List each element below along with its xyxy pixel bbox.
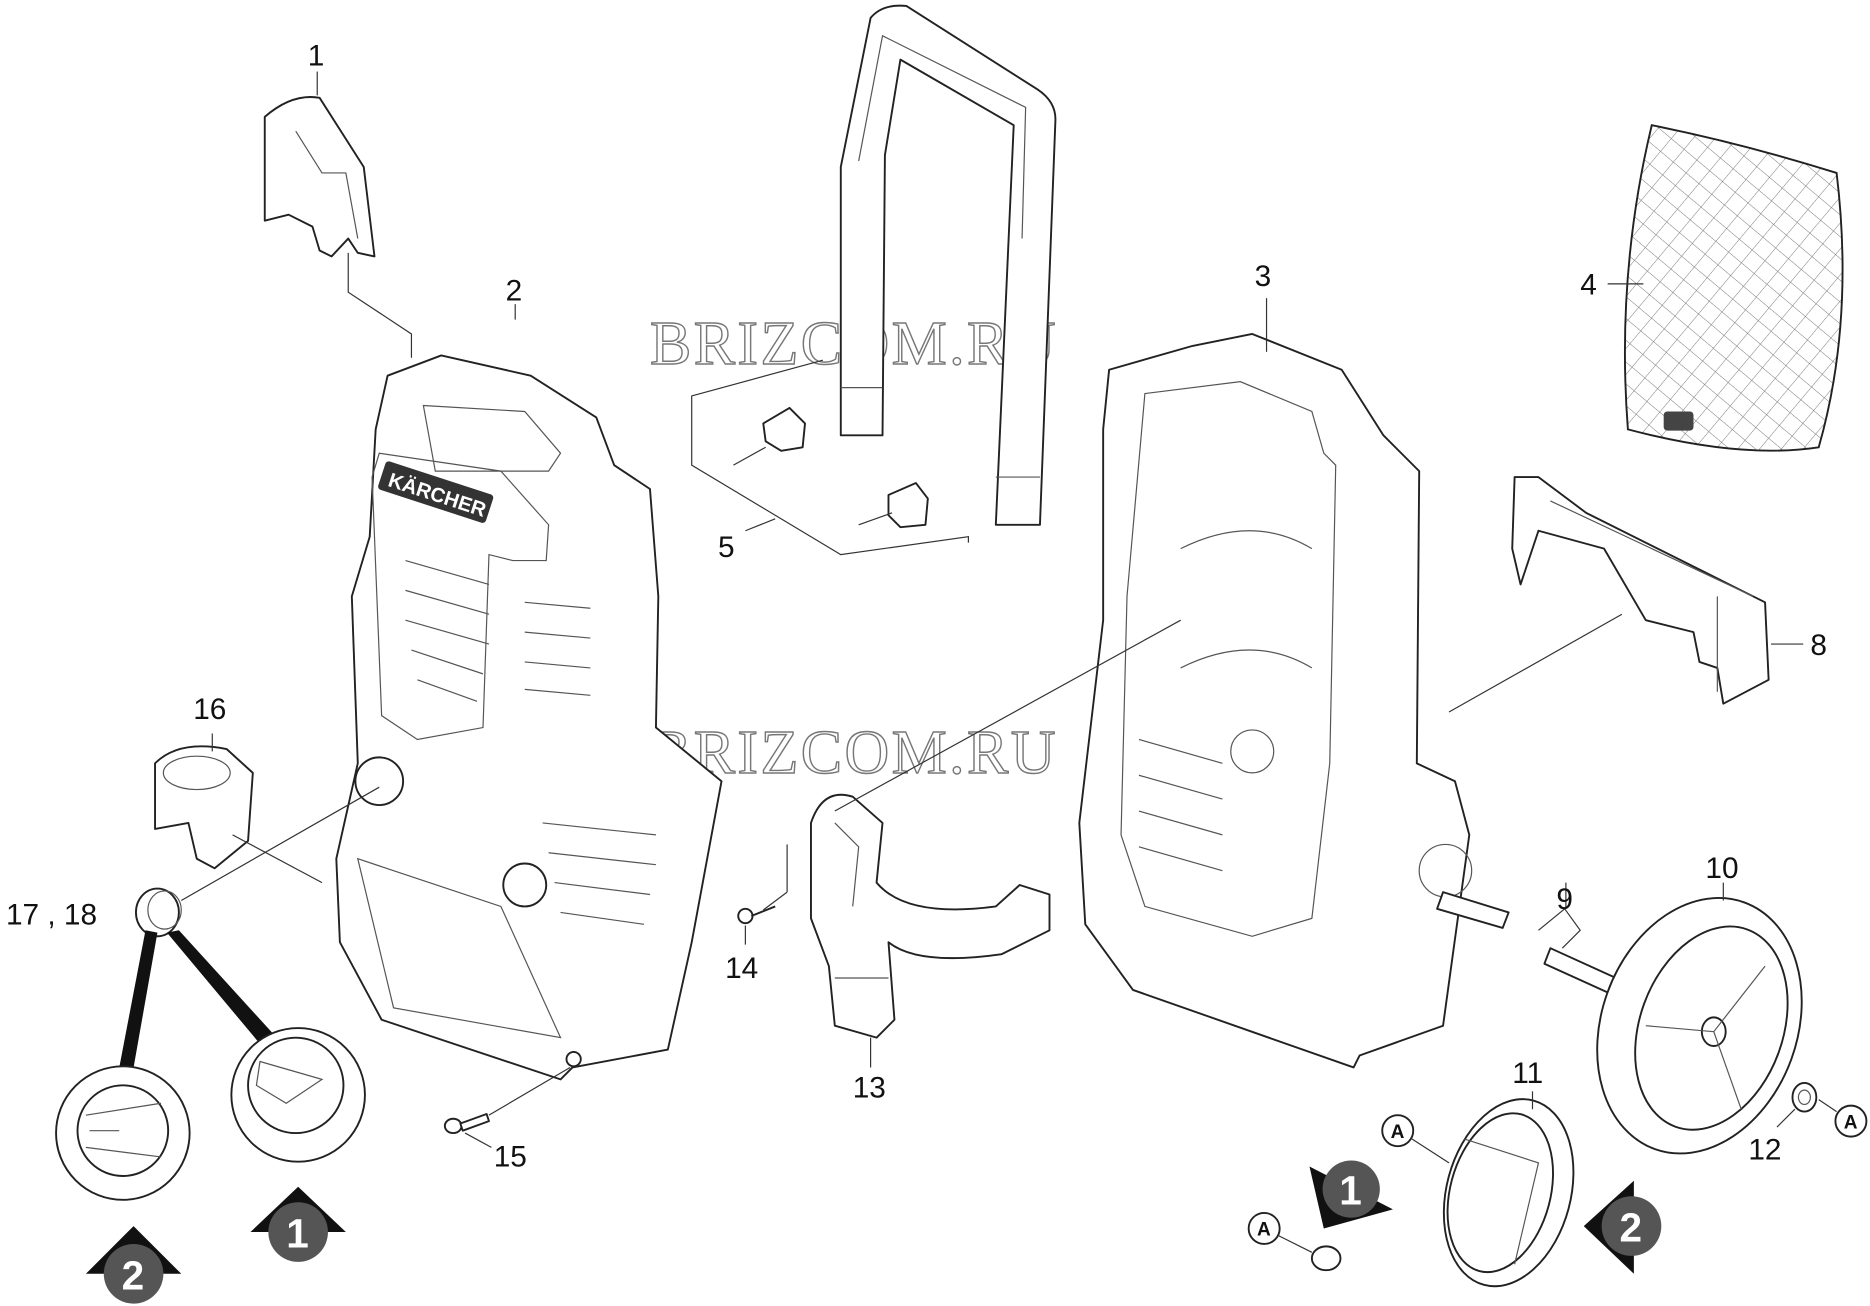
knob-detail-view-1 xyxy=(230,1027,366,1163)
view-marker-2-right: 2 xyxy=(1583,1180,1662,1274)
part-13-hose-holder xyxy=(810,793,1051,1039)
part-1-cover xyxy=(263,96,376,258)
label-3: 3 xyxy=(1255,260,1272,293)
label-13: 13 xyxy=(853,1071,886,1104)
part-16-coupling-housing xyxy=(154,745,254,870)
svg-text:2: 2 xyxy=(1620,1205,1643,1251)
label-5: 5 xyxy=(718,531,735,564)
part-2-front-housing: KÄRCHER xyxy=(335,354,723,1081)
svg-text:1: 1 xyxy=(286,1211,309,1257)
small-cap xyxy=(1310,1245,1342,1272)
label-8: 8 xyxy=(1810,629,1827,662)
svg-text:2: 2 xyxy=(122,1252,145,1298)
view-marker-1-left: 1 xyxy=(250,1186,346,1262)
svg-text:A: A xyxy=(1257,1220,1271,1241)
label-9: 9 xyxy=(1556,883,1573,916)
part-15-screw xyxy=(443,1113,490,1135)
knob-detail-view-2 xyxy=(55,1065,191,1201)
part-4-filter-mesh xyxy=(1624,124,1844,452)
label-17-18: 17 , 18 xyxy=(6,898,97,931)
watermark-middle: BRIZCOM.RU xyxy=(650,719,1058,787)
part-3-rear-frame xyxy=(1078,333,1473,1069)
part-11-hub-cap xyxy=(1442,1098,1575,1288)
label-2: 2 xyxy=(506,275,523,308)
part-8-bracket xyxy=(1511,476,1770,705)
part-14-screw xyxy=(737,905,776,925)
svg-text:A: A xyxy=(1844,1112,1858,1133)
detail-marker-a-washer: A xyxy=(1818,1099,1868,1138)
svg-text:1: 1 xyxy=(1339,1168,1362,1214)
view-marker-2-left: 2 xyxy=(85,1226,182,1304)
label-1: 1 xyxy=(308,40,325,73)
part-5-clips xyxy=(762,406,929,529)
svg-text:A: A xyxy=(1391,1122,1405,1143)
label-14: 14 xyxy=(725,952,758,985)
label-11: 11 xyxy=(1512,1057,1543,1090)
label-4: 4 xyxy=(1580,269,1597,302)
detail-marker-a-hubcap: A xyxy=(1381,1114,1450,1164)
view-marker-1-right: 1 xyxy=(1309,1160,1393,1229)
label-10: 10 xyxy=(1705,852,1738,885)
part-17-18-knob xyxy=(135,887,182,938)
label-15: 15 xyxy=(494,1140,527,1173)
part-10-wheel xyxy=(1596,897,1803,1155)
detail-marker-a-cap: A xyxy=(1247,1212,1313,1253)
label-16: 16 xyxy=(193,693,226,726)
label-12-visible: 12 xyxy=(1748,1133,1781,1166)
part-9-axle xyxy=(1436,891,1617,995)
handle xyxy=(839,4,1057,526)
part-12-washer xyxy=(1791,1082,1818,1113)
